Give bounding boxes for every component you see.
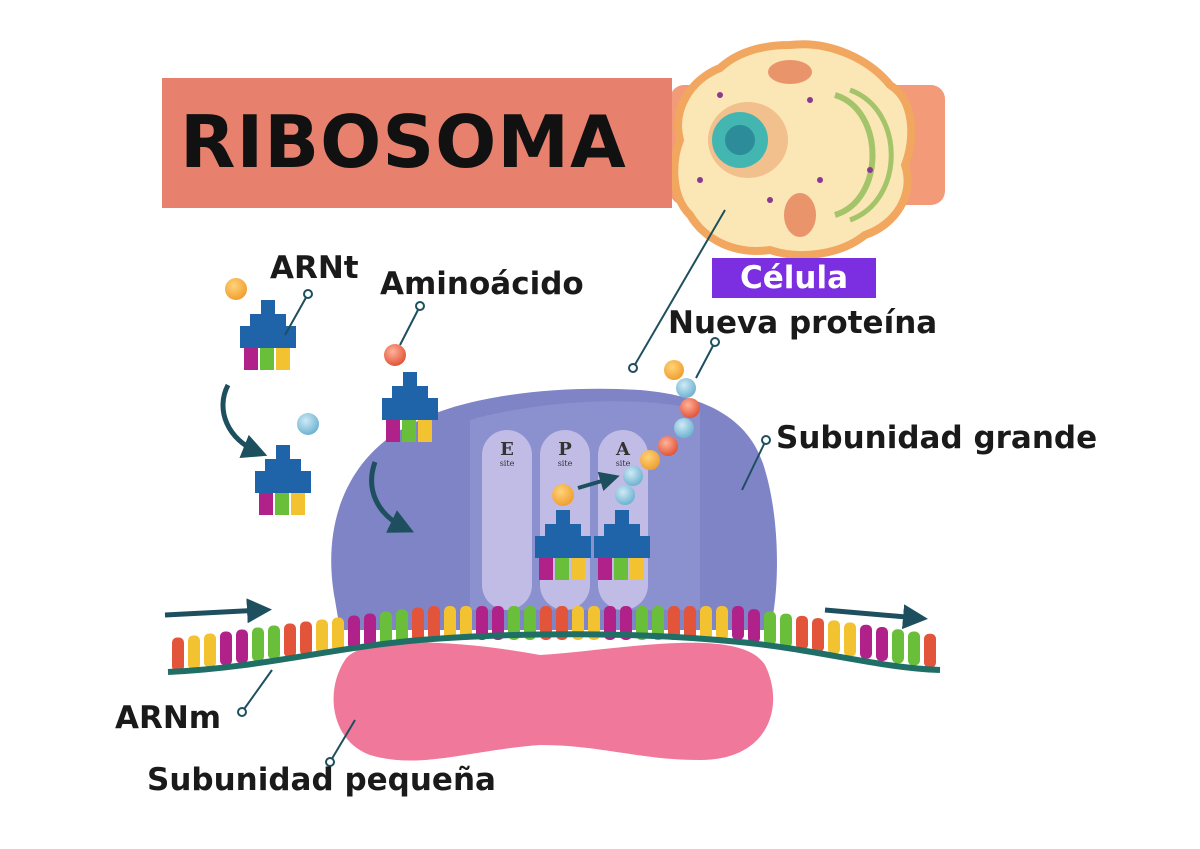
title-banner bbox=[162, 78, 672, 208]
label-subunidad-grande: Subunidad grande bbox=[776, 420, 1098, 456]
mrna-base bbox=[508, 606, 520, 640]
mrna-base bbox=[812, 618, 824, 653]
mrna-base bbox=[844, 622, 856, 657]
mrna-backbone bbox=[167, 631, 941, 675]
site-e-sub: site bbox=[500, 459, 515, 468]
label-arnm: ARNm bbox=[115, 700, 222, 736]
mrna-base bbox=[732, 606, 744, 640]
mrna-base bbox=[924, 633, 936, 668]
mrna-base bbox=[444, 606, 456, 640]
mrna-base bbox=[684, 606, 696, 640]
label-subunidad-pequena: Subunidad pequeña bbox=[147, 762, 496, 798]
mrna-base bbox=[476, 606, 488, 640]
mrna-base bbox=[780, 613, 792, 648]
mrna-base bbox=[380, 611, 392, 646]
mrna-base bbox=[636, 606, 648, 640]
mrna-base bbox=[652, 606, 664, 640]
page-title: RIBOSOMA bbox=[180, 100, 627, 184]
trna-icon bbox=[382, 344, 438, 442]
leader-lines bbox=[237, 209, 771, 767]
mrna-base bbox=[716, 606, 728, 640]
arrow-icon bbox=[220, 383, 268, 459]
mrna-base bbox=[396, 609, 408, 644]
mrna-base bbox=[236, 629, 248, 664]
mrna-base bbox=[332, 617, 344, 652]
new-protein-chain bbox=[615, 360, 700, 505]
mrna-base bbox=[220, 631, 232, 666]
mrna-base bbox=[876, 627, 888, 662]
mrna-base bbox=[268, 625, 280, 660]
mrna-base bbox=[796, 615, 808, 650]
mrna-base bbox=[524, 606, 536, 640]
label-aminoacido: Aminoácido bbox=[380, 266, 584, 302]
mrna-base bbox=[284, 623, 296, 658]
site-e-letter: E bbox=[500, 439, 514, 460]
cell-icon bbox=[670, 40, 945, 259]
mrna-base bbox=[492, 606, 504, 640]
mrna-base bbox=[252, 627, 264, 662]
trna-icon bbox=[225, 278, 296, 370]
mrna-base bbox=[908, 631, 920, 666]
mrna-base bbox=[428, 606, 440, 640]
mrna-base bbox=[460, 606, 472, 640]
arrow-icon bbox=[369, 461, 415, 533]
mrna-base bbox=[604, 606, 616, 640]
mrna-base bbox=[188, 635, 200, 670]
mrna-base bbox=[364, 613, 376, 648]
mrna-base bbox=[172, 637, 184, 672]
mrna-base bbox=[412, 607, 424, 642]
site-a-letter: A bbox=[615, 439, 631, 460]
mrna-base bbox=[620, 606, 632, 640]
mrna-base bbox=[668, 606, 680, 640]
label-celula: Célula bbox=[712, 258, 876, 298]
mrna-base bbox=[348, 615, 360, 650]
site-p-letter: P bbox=[558, 439, 572, 460]
site-a-sub: site bbox=[616, 459, 631, 468]
arrow-icon bbox=[824, 604, 928, 630]
mrna-base bbox=[860, 624, 872, 659]
mrna-base bbox=[892, 629, 904, 664]
arrow-icon bbox=[577, 471, 620, 491]
small-subunit bbox=[333, 642, 774, 761]
mrna-base bbox=[748, 609, 760, 644]
label-nueva-proteina: Nueva proteína bbox=[668, 305, 938, 341]
mrna-base bbox=[204, 633, 216, 668]
arrow-icon bbox=[164, 598, 272, 624]
mrna-base bbox=[300, 621, 312, 656]
mrna-base bbox=[828, 620, 840, 655]
mrna-base bbox=[700, 606, 712, 640]
mrna-base bbox=[316, 619, 328, 654]
label-arnt: ARNt bbox=[270, 250, 359, 286]
site-e bbox=[482, 430, 532, 610]
mrna-base bbox=[764, 611, 776, 646]
site-p-sub: site bbox=[558, 459, 573, 468]
trna-icon bbox=[255, 413, 319, 515]
